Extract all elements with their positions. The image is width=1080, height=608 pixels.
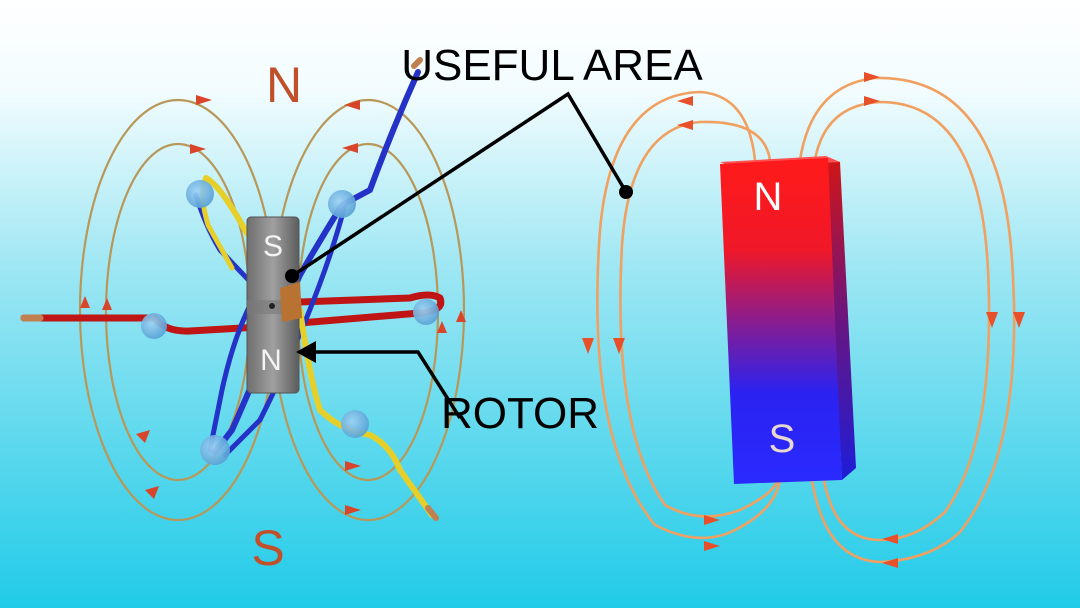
left-south-pole-label: S	[251, 520, 284, 576]
useful-area-leader	[291, 91, 628, 278]
rotor-bottom-pole-label: N	[260, 344, 282, 377]
bar-south-pole-label: S	[769, 417, 796, 461]
rotor-leader-arrowhead	[296, 341, 316, 363]
rotor-label: ROTOR	[441, 389, 599, 438]
rotor-magnet	[246, 216, 302, 394]
rotor-leader	[302, 350, 462, 419]
left-field-arrows	[80, 95, 466, 515]
bar-north-pole-label: N	[754, 175, 783, 219]
useful-area-label: USEFUL AREA	[401, 41, 703, 90]
bar-magnet	[720, 156, 856, 484]
wire-joints	[141, 180, 439, 465]
useful-area-point-right	[619, 185, 633, 199]
right-field-arrows	[582, 72, 1025, 568]
rotor-top-pole-label: S	[263, 230, 283, 263]
left-north-pole-label: N	[266, 57, 302, 113]
useful-area-point-left	[285, 269, 299, 283]
